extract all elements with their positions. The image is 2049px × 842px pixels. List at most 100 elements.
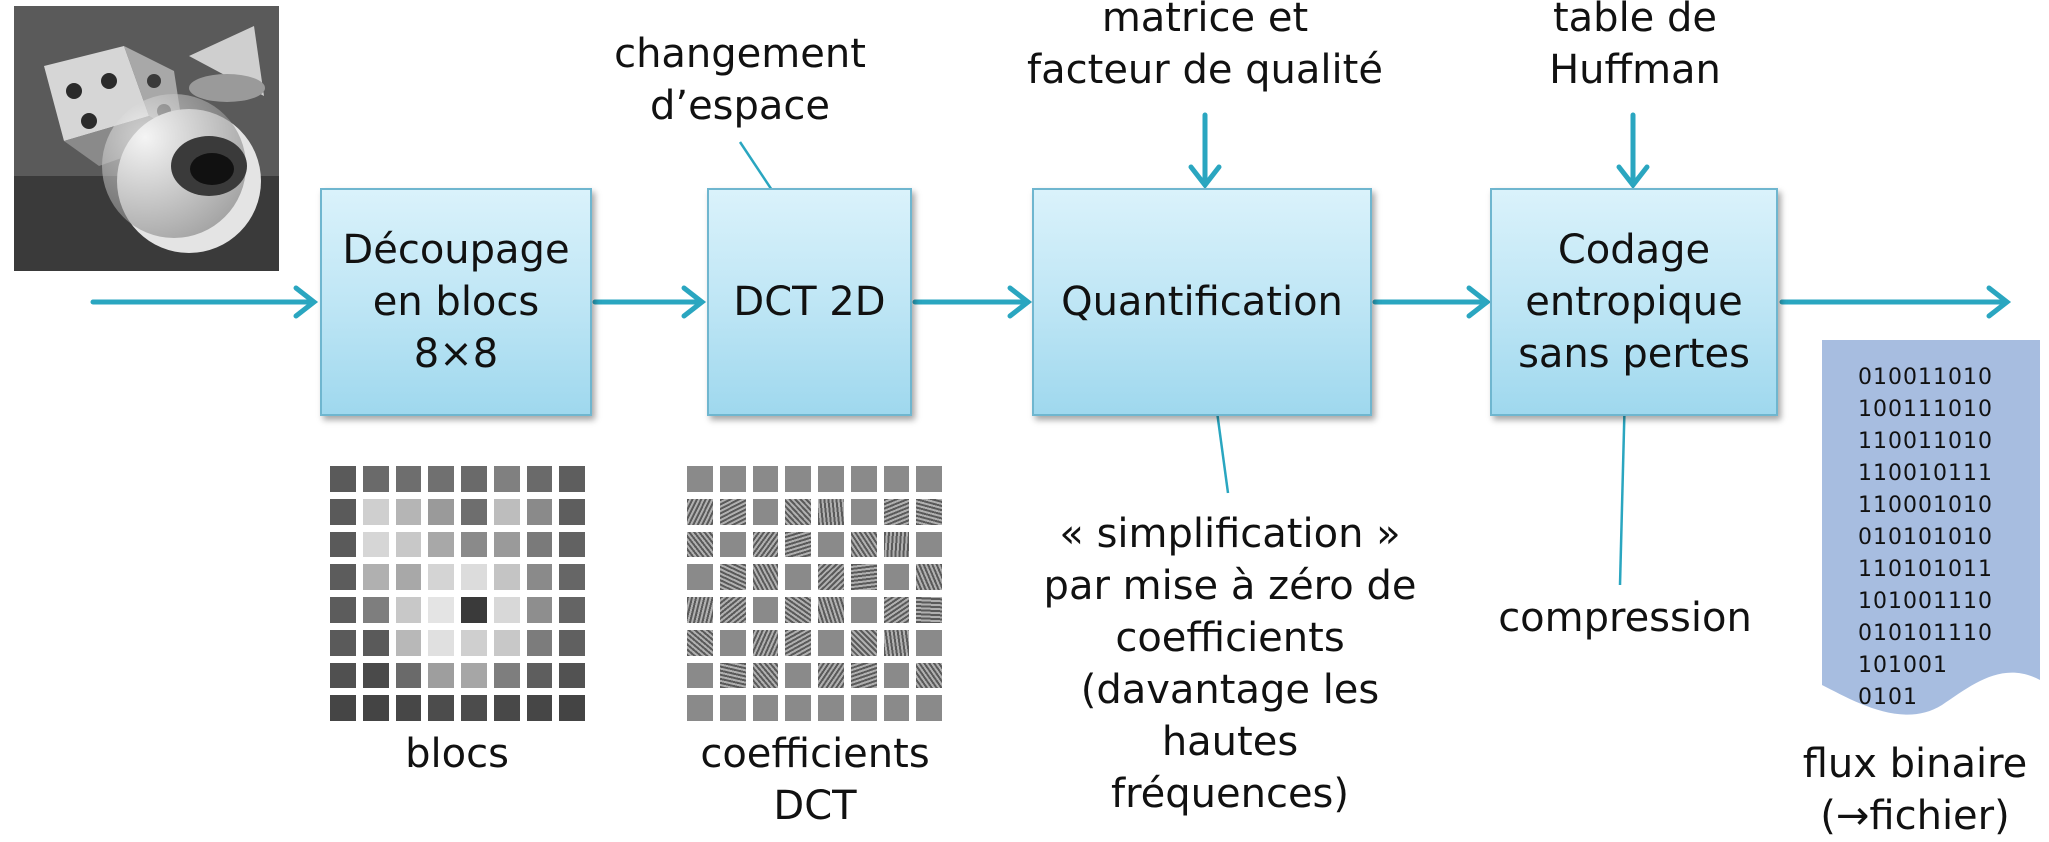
block-tile bbox=[428, 662, 454, 689]
coefficient-tile bbox=[883, 466, 910, 492]
coefficient-tile bbox=[752, 564, 779, 590]
coefficient-tile bbox=[850, 695, 877, 721]
block-tile bbox=[461, 662, 487, 689]
block-tile bbox=[428, 597, 454, 623]
bitstream-line: 010101110 bbox=[1858, 621, 1993, 646]
block-tile bbox=[395, 662, 422, 689]
label-simpl-line4: (davantage les bbox=[1080, 667, 1380, 713]
box-codage-line2: entropique bbox=[1525, 279, 1743, 325]
block-tile bbox=[461, 597, 487, 623]
block-tile bbox=[330, 695, 356, 721]
block-tile bbox=[428, 531, 454, 558]
block-tile bbox=[330, 498, 356, 525]
block-tile bbox=[526, 629, 553, 656]
coefficient-tile bbox=[687, 564, 713, 590]
bitstream-line: 110001010 bbox=[1858, 493, 1993, 518]
coefficient-tile bbox=[785, 466, 811, 492]
bitstream-line: 101001110 bbox=[1858, 589, 1993, 614]
block-tile bbox=[461, 466, 487, 492]
block-tile bbox=[461, 531, 487, 558]
box-codage-line1: Codage bbox=[1557, 227, 1711, 273]
coefficient-tile bbox=[785, 662, 811, 689]
block-tile bbox=[362, 695, 389, 721]
coefficient-tile bbox=[719, 629, 746, 656]
box-dct-line1: DCT 2D bbox=[733, 279, 886, 325]
label-table-line2: Huffman bbox=[1549, 47, 1721, 93]
coefficient-tile bbox=[850, 466, 877, 492]
block-tile bbox=[493, 531, 520, 558]
box-decoupage-line2: en blocs bbox=[372, 279, 540, 325]
block-tile bbox=[330, 531, 356, 558]
coefficient-tile bbox=[818, 662, 844, 689]
coefficient-tile bbox=[785, 531, 811, 558]
block-tile bbox=[428, 498, 454, 525]
block-tile bbox=[559, 466, 585, 492]
coefficient-tile bbox=[883, 564, 910, 590]
blocs-grid-image bbox=[330, 466, 585, 721]
coefficient-tile bbox=[818, 597, 844, 623]
block-tile bbox=[559, 531, 585, 558]
label-blocs: blocs bbox=[405, 731, 509, 777]
coefficient-tile bbox=[785, 695, 811, 721]
coefficient-tile bbox=[850, 564, 877, 590]
coefficient-tile bbox=[687, 662, 713, 689]
block-tile bbox=[559, 597, 585, 623]
block-tile bbox=[526, 597, 553, 623]
coefficient-tile bbox=[719, 498, 746, 525]
block-tile bbox=[362, 629, 389, 656]
bitstream-line: 100111010 bbox=[1858, 397, 1993, 422]
block-tile bbox=[526, 695, 553, 721]
label-coeff-line1: coefficients bbox=[700, 731, 930, 777]
block-tile bbox=[362, 531, 389, 558]
coefficient-tile bbox=[850, 531, 877, 558]
block-tile bbox=[493, 662, 520, 689]
coefficient-tile bbox=[719, 597, 746, 623]
block-tile bbox=[395, 531, 422, 558]
label-table-line1: table de bbox=[1552, 0, 1718, 41]
coefficient-tile bbox=[752, 531, 779, 558]
bitstream-line: 010101010 bbox=[1858, 525, 1993, 550]
block-tile bbox=[330, 597, 356, 623]
input-image bbox=[14, 6, 279, 271]
coefficient-tile bbox=[883, 662, 910, 689]
block-tile bbox=[559, 695, 585, 721]
box-codage: Codage entropique sans pertes bbox=[1490, 188, 1778, 416]
coefficient-tile bbox=[719, 531, 746, 558]
block-tile bbox=[526, 466, 553, 492]
label-simplification: « simplification » par mise à zéro de co… bbox=[1025, 508, 1435, 820]
bitstream-line: 010011010 bbox=[1858, 365, 1993, 390]
coefficient-tile bbox=[883, 629, 910, 656]
block-tile bbox=[395, 597, 422, 623]
coefficient-tile bbox=[687, 466, 713, 492]
label-simpl-line3: coefficients bbox=[1115, 615, 1345, 661]
label-simpl-line2: par mise à zéro de bbox=[1043, 563, 1417, 609]
block-tile bbox=[526, 498, 553, 525]
block-tile bbox=[461, 564, 487, 590]
coefficient-tile bbox=[818, 498, 844, 525]
coefficient-tile bbox=[850, 498, 877, 525]
label-flux-binaire: flux binaire (→fichier) bbox=[1790, 738, 2040, 842]
coefficient-tile bbox=[687, 597, 713, 623]
block-tile bbox=[493, 564, 520, 590]
coefficient-tile bbox=[752, 597, 779, 623]
block-tile bbox=[395, 564, 422, 590]
coefficient-tile bbox=[818, 466, 844, 492]
block-tile bbox=[330, 564, 356, 590]
label-changement-espace: changement d’espace bbox=[600, 28, 880, 132]
coefficient-tile bbox=[916, 466, 942, 492]
block-tile bbox=[330, 629, 356, 656]
box-decoupage-line3: 8×8 bbox=[413, 331, 499, 377]
block-tile bbox=[395, 498, 422, 525]
coefficient-tile bbox=[687, 629, 713, 656]
block-tile bbox=[428, 629, 454, 656]
block-tile bbox=[330, 466, 356, 492]
coefficient-tile bbox=[752, 466, 779, 492]
block-tile bbox=[493, 498, 520, 525]
coefficient-tile bbox=[785, 597, 811, 623]
block-tile bbox=[493, 629, 520, 656]
coefficient-tile bbox=[719, 662, 746, 689]
box-quantification: Quantification bbox=[1032, 188, 1372, 416]
coefficient-tile bbox=[818, 695, 844, 721]
label-matrice-facteur: matrice et facteur de qualité bbox=[1020, 0, 1390, 96]
coefficient-tile bbox=[752, 629, 779, 656]
